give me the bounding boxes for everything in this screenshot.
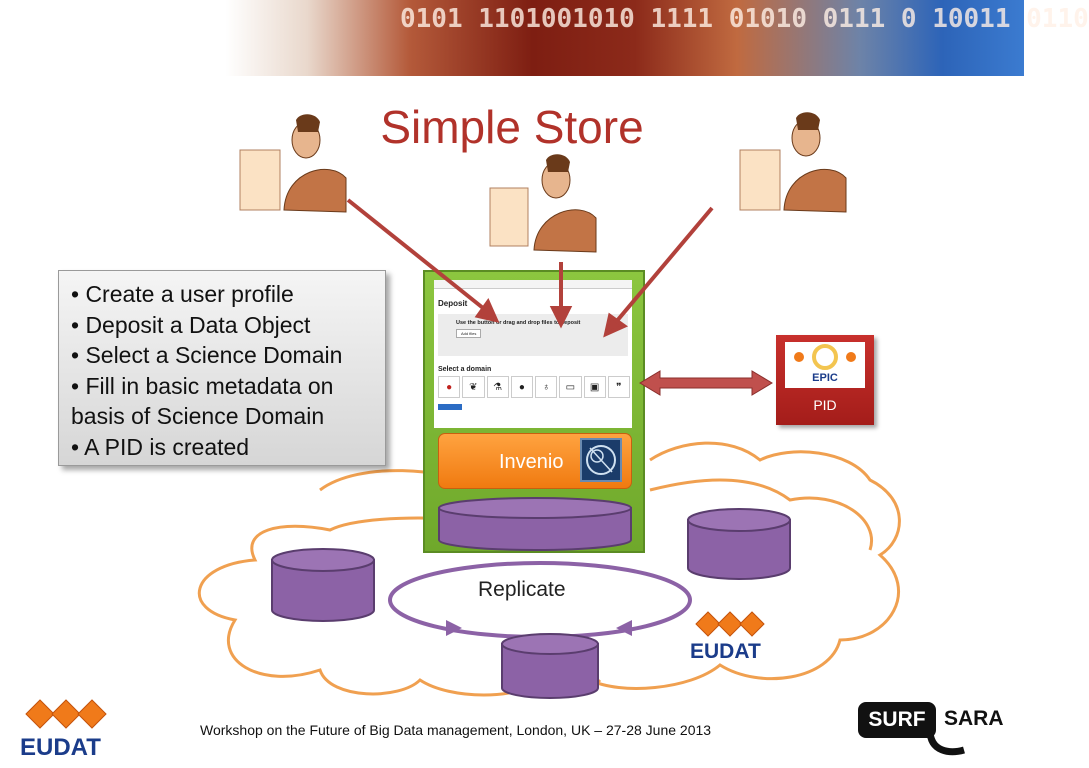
surf-logo: SURF — [858, 702, 936, 738]
epic-pid-box: EPIC PID — [776, 335, 874, 425]
ring-arrowhead-right — [616, 620, 632, 636]
step-item: • Create a user profile — [71, 281, 294, 307]
leaf-icon: ❦ — [462, 376, 485, 398]
quote-icon: ❞ — [607, 376, 630, 398]
stethoscope-icon: ♁ — [535, 376, 558, 398]
laptop-icon: ▭ — [559, 376, 582, 398]
ring-arrowhead-left — [446, 620, 462, 636]
cern-logo-icon — [586, 445, 616, 475]
cylinder-left — [271, 548, 375, 622]
domain-icons: ● ❦ ⚗ ● ♁ ▭ ▣ ❞ — [438, 376, 632, 398]
step-item: • Select a Science Domain — [71, 342, 343, 368]
eudat-logo-text: EUDAT — [690, 640, 761, 663]
binary-decoration: 0101 1101001010 1111 01010 0111 0 10011 … — [400, 4, 1089, 34]
cylinder-right — [687, 508, 791, 580]
eudat-footer-logo-text: EUDAT — [20, 734, 101, 761]
replicate-label: Replicate — [478, 578, 566, 601]
drop-text: Use the button or drag and drop files to… — [456, 320, 581, 326]
deposit-heading: Deposit — [438, 299, 468, 308]
cern-logo — [580, 438, 622, 482]
steps-box: • Create a user profile • Deposit a Data… — [58, 270, 386, 466]
surf-logo-text: SURF — [868, 708, 926, 731]
step-item: • Fill in basic metadata on basis of Sci… — [71, 372, 334, 430]
step-item: • Deposit a Data Object — [71, 311, 311, 338]
add-files-button: Add files — [456, 329, 482, 338]
flask-icon: ⚗ — [486, 376, 509, 398]
question-icon: ● — [438, 376, 461, 398]
header-banner: 0101 1101001010 1111 01010 0111 0 10011 … — [0, 0, 1089, 76]
drop-zone: Use the button or drag and drop files to… — [438, 314, 628, 356]
select-domain-heading: Select a domain — [438, 366, 492, 373]
cloud-right — [589, 441, 901, 690]
globe-icon: ● — [510, 376, 533, 398]
step-item: • A PID is created — [71, 433, 250, 460]
epic-logo-text: EPIC — [812, 372, 838, 384]
epic-logo-icon — [794, 344, 856, 370]
sara-logo-text: SARA — [944, 707, 1004, 730]
diagram-canvas — [197, 441, 901, 699]
cylinder-bottom — [501, 633, 599, 699]
money-icon: ▣ — [583, 376, 606, 398]
footer-text: Workshop on the Future of Big Data manag… — [200, 722, 712, 738]
invenio-label: Invenio — [499, 451, 564, 473]
slide-title: Simple Store — [380, 101, 644, 153]
screen-tabs — [434, 280, 632, 289]
submit-button — [438, 404, 462, 410]
epic-logo: EPIC — [785, 342, 865, 388]
cloud-top-right — [649, 478, 873, 551]
deposit-screenshot: Deposit Use the button or drag and drop … — [434, 280, 632, 428]
pid-label: PID — [813, 397, 837, 413]
